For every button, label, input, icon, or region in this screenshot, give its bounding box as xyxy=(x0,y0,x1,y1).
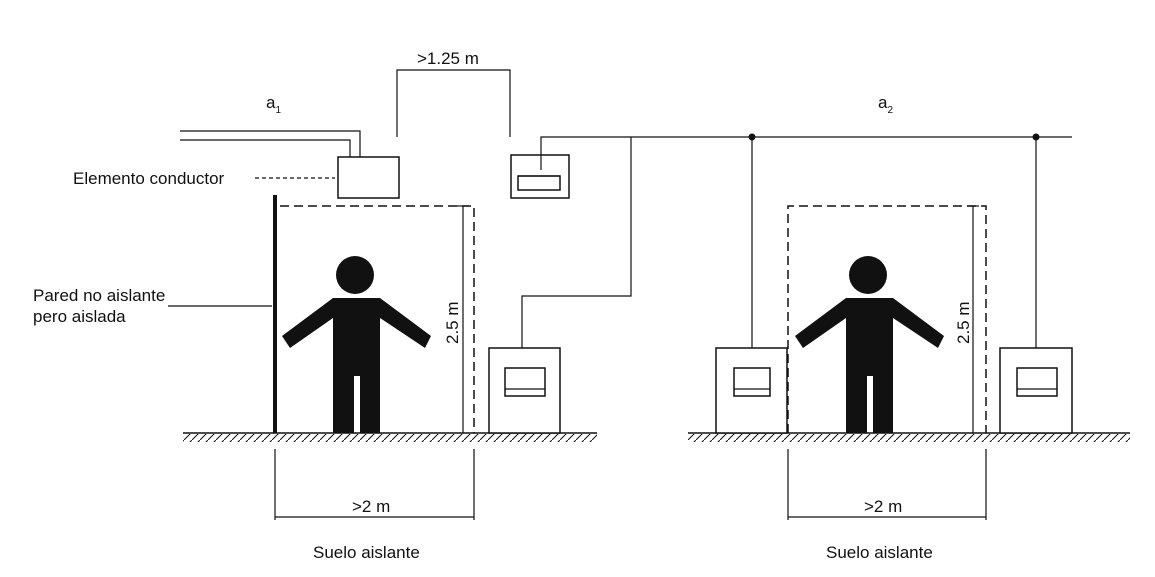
conductive-element xyxy=(337,156,400,199)
height-label-left: 2.5 m xyxy=(443,301,462,344)
height-dimension-right: 2.5 m xyxy=(954,205,979,433)
scene-a2: a2 2.5 m xyxy=(688,93,1130,562)
scene-a1: Elemento conductor a1 >1.25 m Pared no a… xyxy=(33,49,1072,562)
upper-equipment xyxy=(510,136,1072,199)
height-dimension-left: 2.5 m xyxy=(443,205,469,433)
conductor-label: Elemento conductor xyxy=(73,169,225,188)
wall-label-line1: Pared no aislante xyxy=(33,286,165,305)
width-dimension-left: >2 m xyxy=(274,449,475,520)
height-label-right: 2.5 m xyxy=(954,301,973,344)
zone-outline-left xyxy=(280,205,475,433)
zone-outline-right xyxy=(787,205,987,433)
incoming-cables xyxy=(180,130,361,157)
wall-label-line2: pero aislada xyxy=(33,307,126,326)
width-label-right: >2 m xyxy=(864,497,902,516)
width-label-left: >2 m xyxy=(352,497,390,516)
person-right xyxy=(795,256,944,433)
floor-label-right: Suelo aislante xyxy=(826,543,933,562)
floor-equipment-right-a xyxy=(715,347,788,434)
person-left xyxy=(282,256,431,433)
gap-label: >1.25 m xyxy=(417,49,479,68)
floor-equipment-right-b xyxy=(999,347,1073,434)
floor-label-left: Suelo aislante xyxy=(313,543,420,562)
floor-equipment-left xyxy=(488,137,632,434)
floor-left xyxy=(183,432,597,442)
label-a1: a1 xyxy=(266,93,281,116)
floor-right xyxy=(688,432,1130,442)
gap-dimension: >1.25 m xyxy=(396,49,511,137)
width-dimension-right: >2 m xyxy=(787,449,987,520)
label-a2: a2 xyxy=(878,93,893,116)
